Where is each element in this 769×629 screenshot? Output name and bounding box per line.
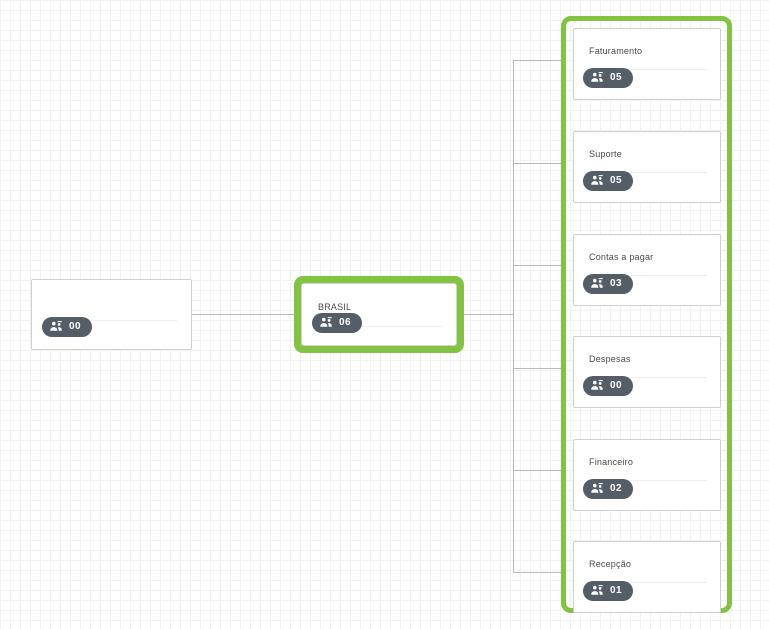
org-node-brasil-body: BRASIL 06	[301, 283, 457, 346]
member-count-badge[interactable]: 03	[583, 274, 634, 294]
member-count-badge[interactable]: 02	[583, 479, 634, 499]
users-group-icon	[320, 317, 332, 327]
org-node-root[interactable]: 00	[31, 279, 192, 350]
member-count-badge[interactable]: 01	[583, 581, 634, 601]
divider	[316, 326, 442, 327]
org-node-title: Despesas	[589, 354, 631, 364]
users-group-icon	[50, 321, 62, 331]
connector-branch-3	[513, 265, 561, 266]
users-group-icon	[591, 278, 603, 288]
member-count: 01	[610, 585, 623, 596]
divider	[587, 275, 707, 276]
connector-root-to-brasil	[192, 314, 294, 315]
member-count: 00	[610, 380, 623, 391]
org-node-brasil[interactable]: BRASIL 06	[294, 276, 464, 353]
org-node-contas-a-pagar[interactable]: Contas a pagar 03	[573, 234, 721, 306]
org-node-faturamento[interactable]: Faturamento 05	[573, 28, 721, 100]
org-node-title: Suporte	[589, 149, 622, 159]
connector-branch-4	[513, 368, 561, 369]
connector-branch-5	[513, 470, 561, 471]
divider	[587, 69, 707, 70]
member-count: 05	[610, 175, 623, 186]
users-group-icon	[591, 585, 603, 595]
member-count: 02	[610, 483, 623, 494]
divider	[587, 377, 707, 378]
connector-branch-6	[513, 572, 561, 573]
member-count-badge[interactable]: 00	[583, 376, 634, 396]
org-node-title: Financeiro	[589, 457, 634, 467]
users-group-icon	[591, 380, 603, 390]
connector-brasil-to-trunk	[464, 314, 513, 315]
member-count: 03	[610, 278, 623, 289]
org-node-title: Contas a pagar	[589, 252, 654, 262]
connector-branch-2	[513, 163, 561, 164]
org-node-title: Faturamento	[589, 46, 643, 56]
member-count-badge[interactable]: 00	[42, 317, 93, 337]
org-group-departments[interactable]: Faturamento 05 Suporte	[561, 16, 732, 613]
users-group-icon	[591, 483, 603, 493]
member-count: 06	[339, 317, 352, 328]
org-node-despesas[interactable]: Despesas 00	[573, 336, 721, 408]
member-count-badge[interactable]: 06	[312, 313, 363, 333]
connector-branch-1	[513, 60, 561, 61]
divider	[46, 320, 177, 321]
users-group-icon	[591, 72, 603, 82]
divider	[587, 582, 707, 583]
divider	[587, 172, 707, 173]
connector-trunk	[513, 60, 514, 572]
member-count: 00	[69, 321, 82, 332]
divider	[587, 480, 707, 481]
org-node-title: Recepção	[589, 559, 632, 569]
org-node-financeiro[interactable]: Financeiro 02	[573, 439, 721, 511]
member-count: 05	[610, 72, 623, 83]
org-node-brasil-title: BRASIL	[318, 302, 352, 312]
member-count-badge[interactable]: 05	[583, 68, 634, 88]
org-node-suporte[interactable]: Suporte 05	[573, 131, 721, 203]
org-node-recepcao[interactable]: Recepção 01	[573, 541, 721, 613]
member-count-badge[interactable]: 05	[583, 171, 634, 191]
users-group-icon	[591, 175, 603, 185]
